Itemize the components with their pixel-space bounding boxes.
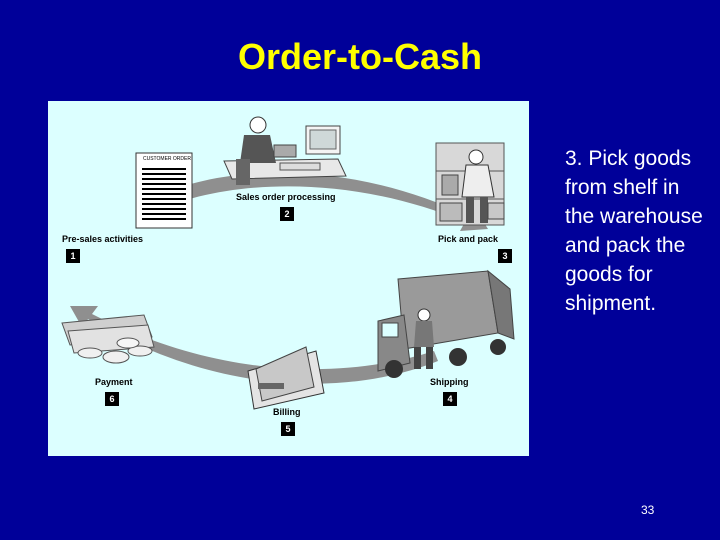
step-6-badge: 6 <box>105 392 119 406</box>
customer-order-header: CUSTOMER ORDER <box>143 156 191 162</box>
step-5-badge: 5 <box>281 422 295 436</box>
order-to-cash-diagram: CUSTOMER ORDER Pre-sales activities 1 Sa… <box>48 101 529 456</box>
step-1-badge: 1 <box>66 249 80 263</box>
step-3-label: Pick and pack <box>438 234 498 244</box>
step-5-label: Billing <box>273 407 301 417</box>
slide-title: Order-to-Cash <box>0 36 720 78</box>
step-4-badge: 4 <box>443 392 457 406</box>
payment-money-icon <box>62 315 154 363</box>
sales-clerk-computer-icon <box>224 117 346 185</box>
step-1-label: Pre-sales activities <box>62 234 143 244</box>
step-3-badge: 3 <box>498 249 512 263</box>
step-6-label: Payment <box>95 377 133 387</box>
step-4-label: Shipping <box>430 377 469 387</box>
warehouse-picking-icon <box>436 143 504 225</box>
step-2-badge: 2 <box>280 207 294 221</box>
invoice-envelope-icon <box>248 347 324 409</box>
customer-order-document-icon <box>136 153 192 228</box>
page-number: 33 <box>641 503 654 517</box>
step-description: 3. Pick goods from shelf in the warehous… <box>565 144 705 318</box>
delivery-truck-icon <box>378 271 514 378</box>
step-2-label: Sales order processing <box>236 192 336 202</box>
